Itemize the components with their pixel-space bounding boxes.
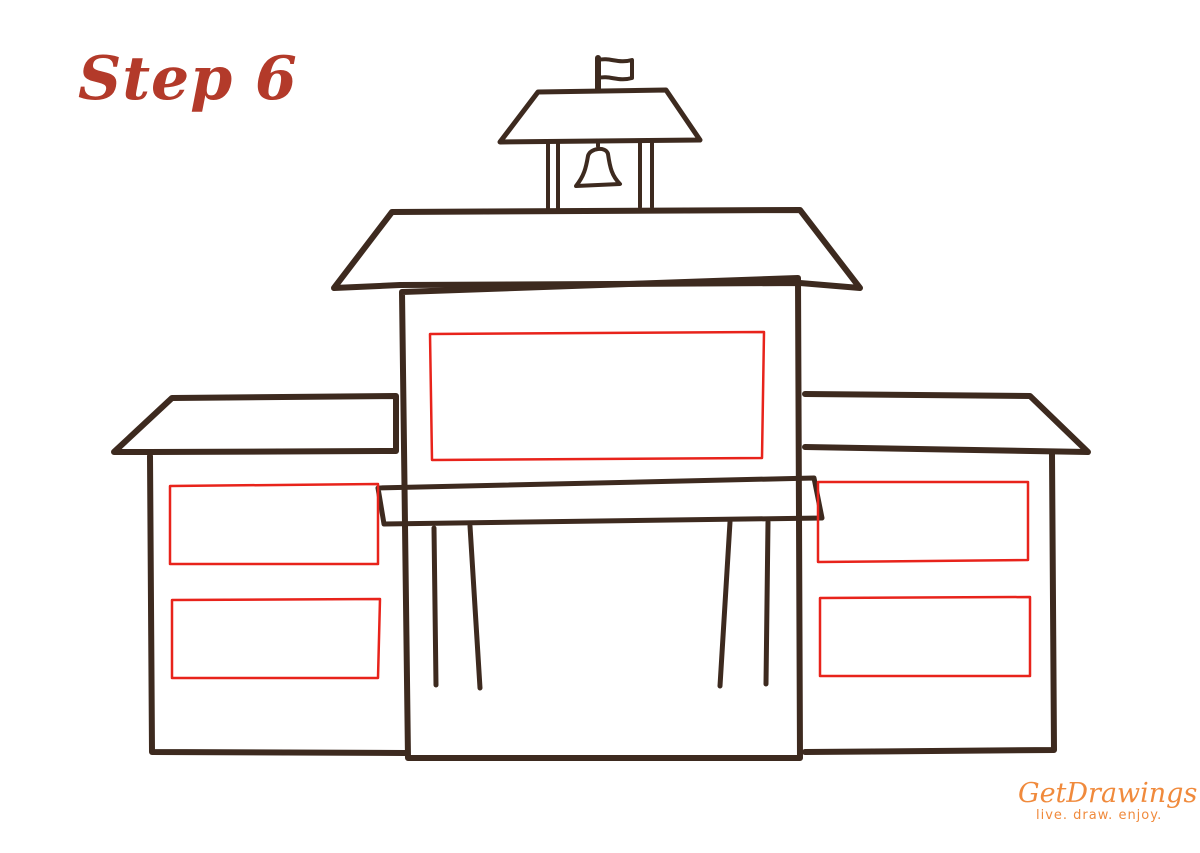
entrance-columns xyxy=(431,519,771,691)
building-outline xyxy=(111,55,1091,761)
getdrawings-logo[interactable]: GetDrawings live. draw. enjoy. xyxy=(1018,778,1198,823)
right-wing-roof xyxy=(802,391,1091,455)
bell-tower-roof xyxy=(497,87,703,145)
left-upper-window xyxy=(168,482,380,566)
right-upper-window xyxy=(816,480,1030,564)
bell-tower-posts xyxy=(546,140,654,210)
right-wing-body xyxy=(802,451,1057,755)
center-tower-body xyxy=(399,275,803,761)
right-lower-window xyxy=(818,595,1032,678)
logo-tagline: live. draw. enjoy. xyxy=(1036,808,1163,823)
bell xyxy=(574,140,622,188)
logo-name: GetDrawings xyxy=(1018,778,1198,809)
window-highlights xyxy=(168,330,1032,680)
tower-window xyxy=(428,330,766,462)
banner-strip xyxy=(375,475,825,527)
left-wing-body xyxy=(147,453,408,756)
left-lower-window xyxy=(170,597,382,680)
flag xyxy=(595,55,634,93)
left-wing-roof xyxy=(111,393,399,455)
step-title: Step 6 xyxy=(78,44,298,114)
